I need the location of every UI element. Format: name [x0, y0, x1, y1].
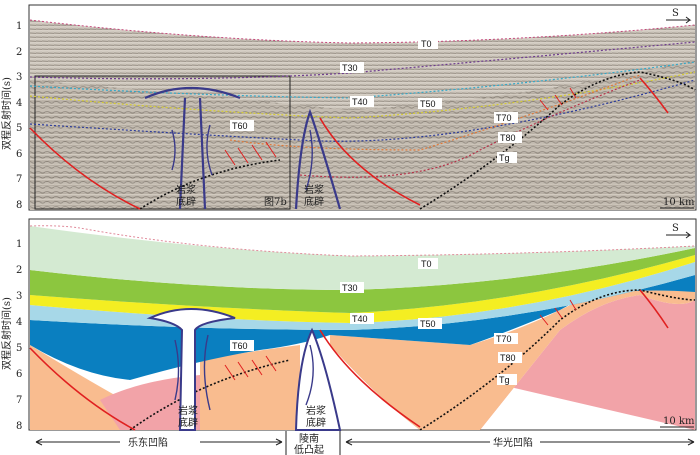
bottom-y-axis: 1 2 3 4 5 6 7 8 双程反射时间(s)	[0, 239, 22, 432]
svg-text:6: 6	[16, 149, 22, 160]
top-label-T50: T50	[420, 99, 436, 109]
top-horizon-Tg	[139, 71, 696, 210]
svg-text:7: 7	[16, 395, 22, 406]
layer-T40	[30, 255, 695, 323]
bottom-diapir-label-right-1: 岩浆	[306, 404, 326, 417]
bottom-fault-right	[639, 289, 669, 329]
layer-T30	[30, 248, 695, 313]
svg-text:5: 5	[16, 123, 22, 134]
top-label-T60: T60	[232, 121, 248, 131]
top-diapir-right	[294, 108, 342, 210]
svg-text:6: 6	[16, 369, 22, 380]
bottom-scale-bar-label: 10 km	[663, 416, 695, 427]
bottom-label-T40: T40	[352, 314, 368, 324]
bottom-diapir-label-right-2: 底辟	[306, 416, 326, 429]
top-scale-bar-label: 10 km	[663, 197, 695, 208]
region-left: 乐东凹陷	[128, 436, 168, 449]
region-middle-line2: 低凸起	[294, 443, 324, 455]
svg-text:5: 5	[16, 343, 22, 354]
svg-text:8: 8	[16, 200, 22, 211]
top-horizon-T0	[29, 19, 696, 44]
bottom-label-T70: T70	[496, 334, 512, 344]
svg-text:1: 1	[16, 21, 22, 32]
top-diapir-label-left-2: 底辟	[176, 195, 196, 208]
top-label-T40: T40	[352, 97, 368, 107]
region-right: 华光凹陷	[493, 436, 533, 449]
top-diapir-label-right-2: 底辟	[304, 195, 324, 208]
bottom-diapir-label-left-2: 底辟	[178, 416, 198, 429]
top-diapir-label-right-1: 岩浆	[304, 183, 324, 196]
top-label-T80: T80	[500, 133, 516, 143]
svg-text:7: 7	[16, 174, 22, 185]
bottom-diapir-right	[294, 327, 342, 431]
bottom-fault-middle	[319, 329, 421, 428]
layer-T80-pink	[100, 375, 200, 430]
svg-text:2: 2	[16, 47, 22, 58]
layer-T50	[30, 262, 695, 330]
top-horizon-T50	[29, 71, 696, 119]
bottom-label-Tg: Tg	[499, 375, 510, 385]
top-fault-middle	[319, 117, 421, 206]
top-direction-S: S	[672, 8, 679, 19]
layer-T0	[30, 226, 695, 290]
inset-box-7b	[34, 75, 291, 210]
bottom-y-axis-label: 双程反射时间(s)	[0, 297, 13, 370]
top-diapir-label-left-1: 岩浆	[176, 183, 196, 196]
bottom-label-T60: T60	[232, 341, 248, 351]
bottom-label-T0: T0	[421, 259, 432, 269]
top-seismic-panel: T0 T30 T40 T50 T60 T70 T80 Tg 岩浆 底辟 岩浆 底…	[28, 4, 697, 211]
top-fault-left	[29, 127, 141, 210]
top-horizon-T70	[229, 74, 641, 151]
bottom-diapir-left	[146, 308, 236, 431]
top-label-Tg: Tg	[499, 153, 510, 163]
bottom-label-T30: T30	[342, 283, 358, 293]
bottom-label-T80: T80	[500, 353, 516, 363]
svg-text:3: 3	[16, 291, 22, 302]
layer-T60	[30, 275, 695, 380]
bottom-diapir-label-left-1: 岩浆	[178, 404, 198, 417]
top-horizon-T60	[29, 79, 696, 142]
layer-T80	[30, 345, 180, 430]
svg-text:1: 1	[16, 239, 22, 250]
inset-label: 图7b	[264, 196, 287, 208]
top-fault-right	[639, 77, 669, 114]
top-horizon-T80	[299, 79, 641, 178]
svg-text:4: 4	[16, 98, 22, 109]
bottom-label-T50: T50	[420, 319, 436, 329]
bottom-interpretation-panel: T0 T30 T40 T50 T60 T70 T80 Tg 岩浆 底辟 岩浆 底…	[28, 218, 697, 431]
svg-text:8: 8	[16, 421, 22, 432]
top-label-T70: T70	[496, 113, 512, 123]
top-label-T30: T30	[342, 63, 358, 73]
svg-text:3: 3	[16, 72, 22, 83]
region-bar: 乐东凹陷 陵南 低凸起 华光凹陷	[35, 431, 695, 455]
top-label-T0: T0	[421, 39, 432, 49]
top-y-axis: 1 2 3 4 5 6 7 8 双程反射时间(s)	[0, 21, 22, 211]
top-diapir-left	[144, 86, 241, 210]
svg-text:4: 4	[16, 317, 22, 328]
bottom-direction-S: S	[672, 223, 679, 234]
region-middle-line1: 陵南	[299, 432, 319, 445]
top-y-axis-label: 双程反射时间(s)	[0, 77, 13, 150]
bottom-fault-left	[29, 347, 136, 431]
svg-text:2: 2	[16, 265, 22, 276]
